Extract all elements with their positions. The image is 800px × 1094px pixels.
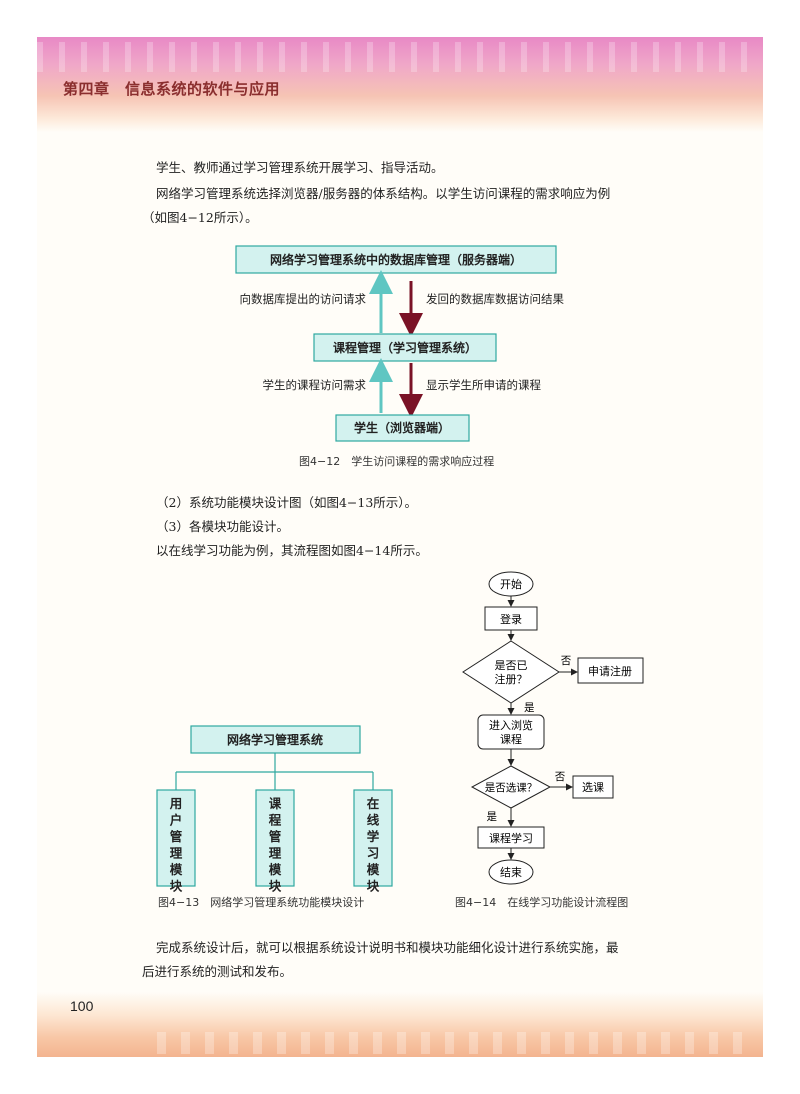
server-db-label: 网络学习管理系统中的数据库管理（服务器端） <box>270 252 522 267</box>
figure-4-13-caption: 图4−13 网络学习管理系统功能模块设计 <box>158 896 365 909</box>
header-texture <box>37 42 763 72</box>
paragraph-2-line-1: 网络学习管理系统选择浏览器/服务器的体系结构。以学生访问课程的需求响应为例 <box>156 186 611 201</box>
flow-login-label: 登录 <box>500 612 522 626</box>
paragraph-4: （3）各模块功能设计。 <box>156 519 289 534</box>
footer-band <box>37 992 763 1057</box>
paragraph-1: 学生、教师通过学习管理系统开展学习、指导活动。 <box>156 160 444 175</box>
module-box-course <box>255 789 295 887</box>
flow-select-box <box>572 775 614 799</box>
module-label-2: 课程管理模块 <box>269 796 282 894</box>
figure-4-12-caption: 图4−12 学生访问课程的需求响应过程 <box>299 455 495 468</box>
label-result: 发回的数据库数据访问结果 <box>426 292 564 306</box>
flow-no1-label: 否 <box>561 655 572 667</box>
figure-4-14-caption: 图4−14 在线学习功能设计流程图 <box>455 896 629 909</box>
system-root-box <box>190 725 361 754</box>
flow-browse-line2: 课程 <box>500 733 522 746</box>
flow-learn-label: 课程学习 <box>489 831 533 845</box>
label-need: 学生的课程访问需求 <box>263 378 367 392</box>
paragraph-2-line-2: （如图4−12所示）。 <box>142 210 258 225</box>
student-box <box>335 414 470 442</box>
module-label-1: 用户管理模块 <box>169 796 183 894</box>
flow-decision-registered <box>462 640 560 704</box>
label-display: 显示学生所申请的课程 <box>426 378 541 392</box>
footer-texture <box>157 1032 757 1054</box>
paragraph-6-line-2: 后进行系统的测试和发布。 <box>142 964 293 979</box>
flow-no2-label: 否 <box>555 771 566 783</box>
label-request: 向数据库提出的访问请求 <box>240 292 367 306</box>
flow-end-label: 结束 <box>500 866 522 879</box>
flow-select-label: 选课 <box>582 781 604 794</box>
course-mgmt-label: 课程管理（学习管理系统） <box>333 340 477 355</box>
chapter-header-band: 第四章 信息系统的软件与应用 <box>37 37 763 132</box>
paragraph-3: （2）系统功能模块设计图（如图4−13所示）。 <box>156 495 418 510</box>
module-box-online <box>353 789 393 887</box>
flow-decision1-line1: 是否已 <box>495 659 528 672</box>
student-label: 学生（浏览器端） <box>354 420 450 435</box>
flow-yes2-label: 是 <box>487 811 498 823</box>
flow-register-box <box>577 657 644 684</box>
flow-start-label: 开始 <box>500 577 522 591</box>
module-label-3: 在线学习模块 <box>367 796 380 894</box>
flow-browse-line1: 进入浏览 <box>489 718 533 732</box>
page-number: 100 <box>70 998 94 1014</box>
flow-register-label: 申请注册 <box>588 664 632 678</box>
module-vertical-labels: 用户管理模块 课程管理模块 在线学习模块 <box>169 796 380 894</box>
flow-yes1-label: 是 <box>524 702 535 714</box>
server-db-box <box>235 245 557 274</box>
flow-end <box>488 859 534 885</box>
course-mgmt-box <box>313 333 497 362</box>
paragraph-5: 以在线学习功能为例，其流程图如图4−14所示。 <box>156 543 428 558</box>
flow-decision2-label: 是否选课？ <box>485 781 538 794</box>
paragraph-6-line-1: 完成系统设计后，就可以根据系统设计说明书和模块功能细化设计进行系统实施，最 <box>156 940 619 955</box>
system-root-label: 网络学习管理系统 <box>227 732 323 747</box>
flow-decision1-line2: 注册？ <box>495 672 528 686</box>
textbook-page: 第四章 信息系统的软件与应用 <box>37 37 763 1057</box>
chapter-title: 第四章 信息系统的软件与应用 <box>63 80 281 98</box>
module-box-user <box>156 789 196 887</box>
